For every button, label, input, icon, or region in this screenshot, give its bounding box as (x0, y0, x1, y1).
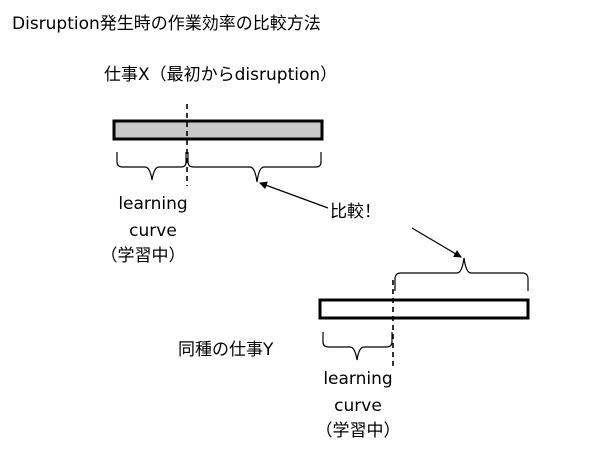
task-y-label: 同種の仕事Y (178, 340, 274, 360)
compare-arrow-to-x (259, 181, 329, 209)
slide-title: Disruption発生時の作業効率の比較方法 (12, 14, 321, 34)
task-x-learning-curve-line2: curve (129, 221, 177, 241)
task-y-learning-curve-line1: learning (323, 369, 393, 389)
task-y-learning-brace (322, 332, 393, 361)
compare-label: 比較！ (330, 202, 381, 222)
task-x-label: 仕事X（最初からdisruption） (104, 65, 338, 85)
task-y-learning-curve-line2: curve (334, 396, 382, 416)
compare-arrow-to-y (411, 227, 462, 258)
task-x-learning-curve-line1: learning (118, 194, 188, 214)
task-y-bar (318, 298, 530, 320)
task-x-learning-curve-line3: （学習中） (100, 246, 186, 266)
task-x-bar (112, 119, 324, 141)
task-y-disruption-brace (394, 257, 529, 291)
task-x-disruption-brace (187, 152, 322, 183)
task-x-learning-brace (116, 152, 187, 181)
task-y-learning-curve-line3: （学習中） (315, 421, 401, 441)
